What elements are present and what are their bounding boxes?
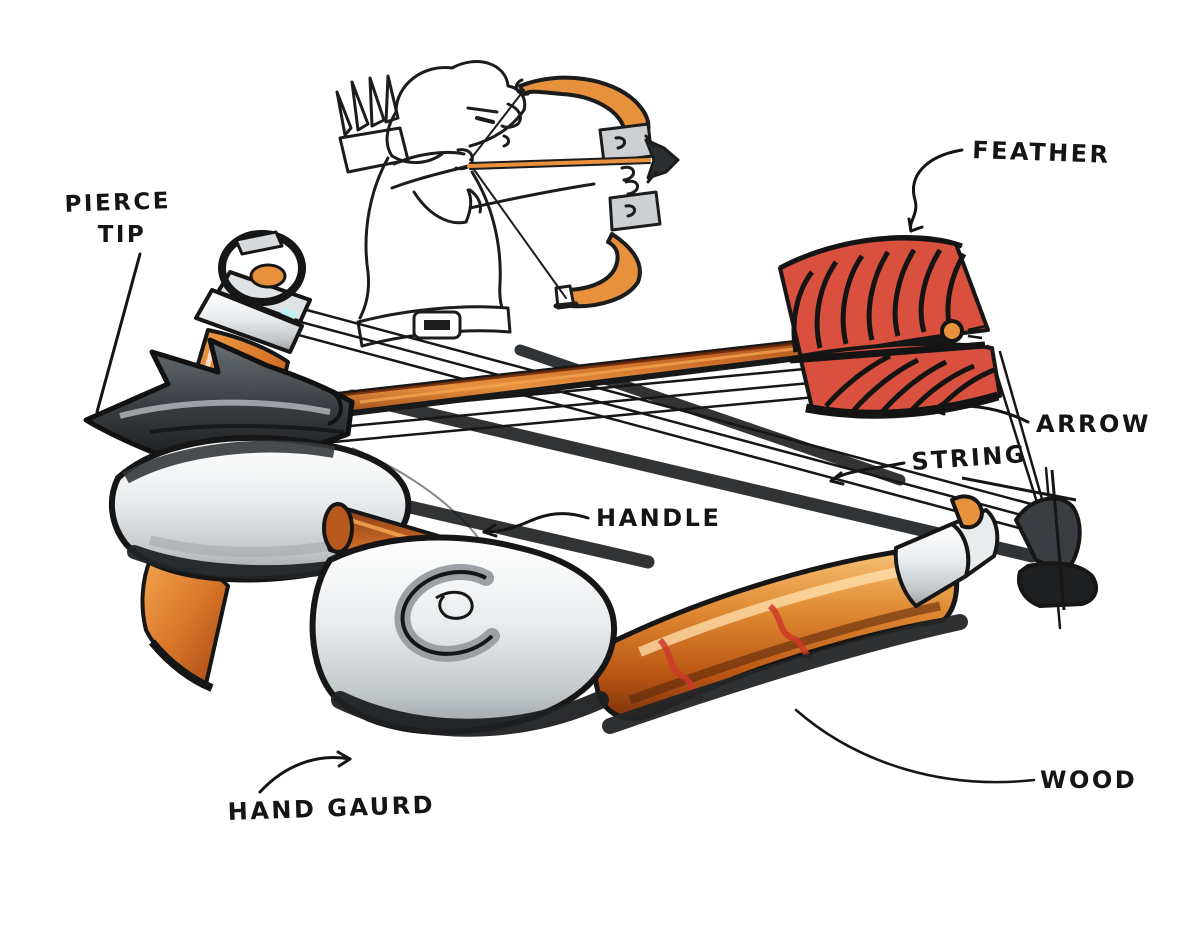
pierce-tip-label-line2: TIP xyxy=(98,222,147,248)
annotation-pierce-tip: PIERCE TIP xyxy=(64,188,171,414)
hand-guard-drawing xyxy=(108,434,618,737)
handle-label: HANDLE xyxy=(596,504,721,532)
cam-hook-drawing xyxy=(961,469,1099,611)
handle-leader-arrowhead xyxy=(482,523,498,538)
annotation-hand-guard: HAND GAURD xyxy=(227,750,436,826)
string-label: STRING xyxy=(910,440,1028,476)
pierce-tip-leader-line xyxy=(95,252,142,414)
feather-leader-arrowhead xyxy=(907,217,924,233)
arrow-leader-arrowhead xyxy=(930,401,946,416)
feather-fletching-drawing xyxy=(778,234,1002,419)
archer-vignette xyxy=(335,60,680,348)
annotations-layer: PIERCE TIP FEATHER ARROW STRING HANDLE xyxy=(64,136,1151,826)
arrow-leader-line xyxy=(930,404,1030,424)
handle-leader-line xyxy=(482,512,590,534)
arrow-label: ARROW xyxy=(1036,410,1151,438)
feather-label: FEATHER xyxy=(972,136,1111,169)
wood-label: WOOD xyxy=(1040,766,1137,794)
tip-collar-drawing xyxy=(893,494,1000,608)
annotation-arrow: ARROW xyxy=(930,401,1151,438)
quiver-arrows-drawing xyxy=(335,74,410,174)
archer-body-drawing xyxy=(356,148,596,348)
cyan-glint xyxy=(280,306,298,320)
hand-guard-label: HAND GAURD xyxy=(227,791,435,826)
archer-bow-drawing xyxy=(467,75,680,310)
wood-grain-line xyxy=(767,603,814,661)
annotation-handle: HANDLE xyxy=(482,504,721,538)
archer-hood-drawing xyxy=(385,60,527,164)
annotation-wood: WOOD xyxy=(794,708,1137,794)
annotation-feather: FEATHER xyxy=(907,136,1111,233)
arrow-nock xyxy=(940,319,964,343)
pierce-tip-label-line1: PIERCE xyxy=(64,188,171,218)
wood-leader-line xyxy=(794,708,1036,784)
hand-guard-leader-arrowhead xyxy=(336,750,352,768)
hand-guard-leader-line xyxy=(258,756,352,794)
feather-leader-line xyxy=(908,148,964,233)
string-leader-arrowhead xyxy=(829,471,845,486)
